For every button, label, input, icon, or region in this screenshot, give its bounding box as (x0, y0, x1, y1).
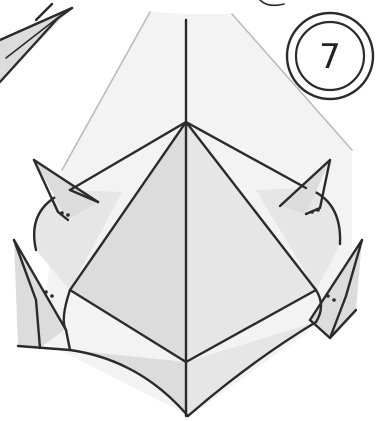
previous-step-curve (260, 0, 284, 5)
previous-step-fragment (0, 4, 72, 82)
step-number-badge: 7 (287, 13, 373, 99)
step-number: 7 (319, 37, 341, 77)
